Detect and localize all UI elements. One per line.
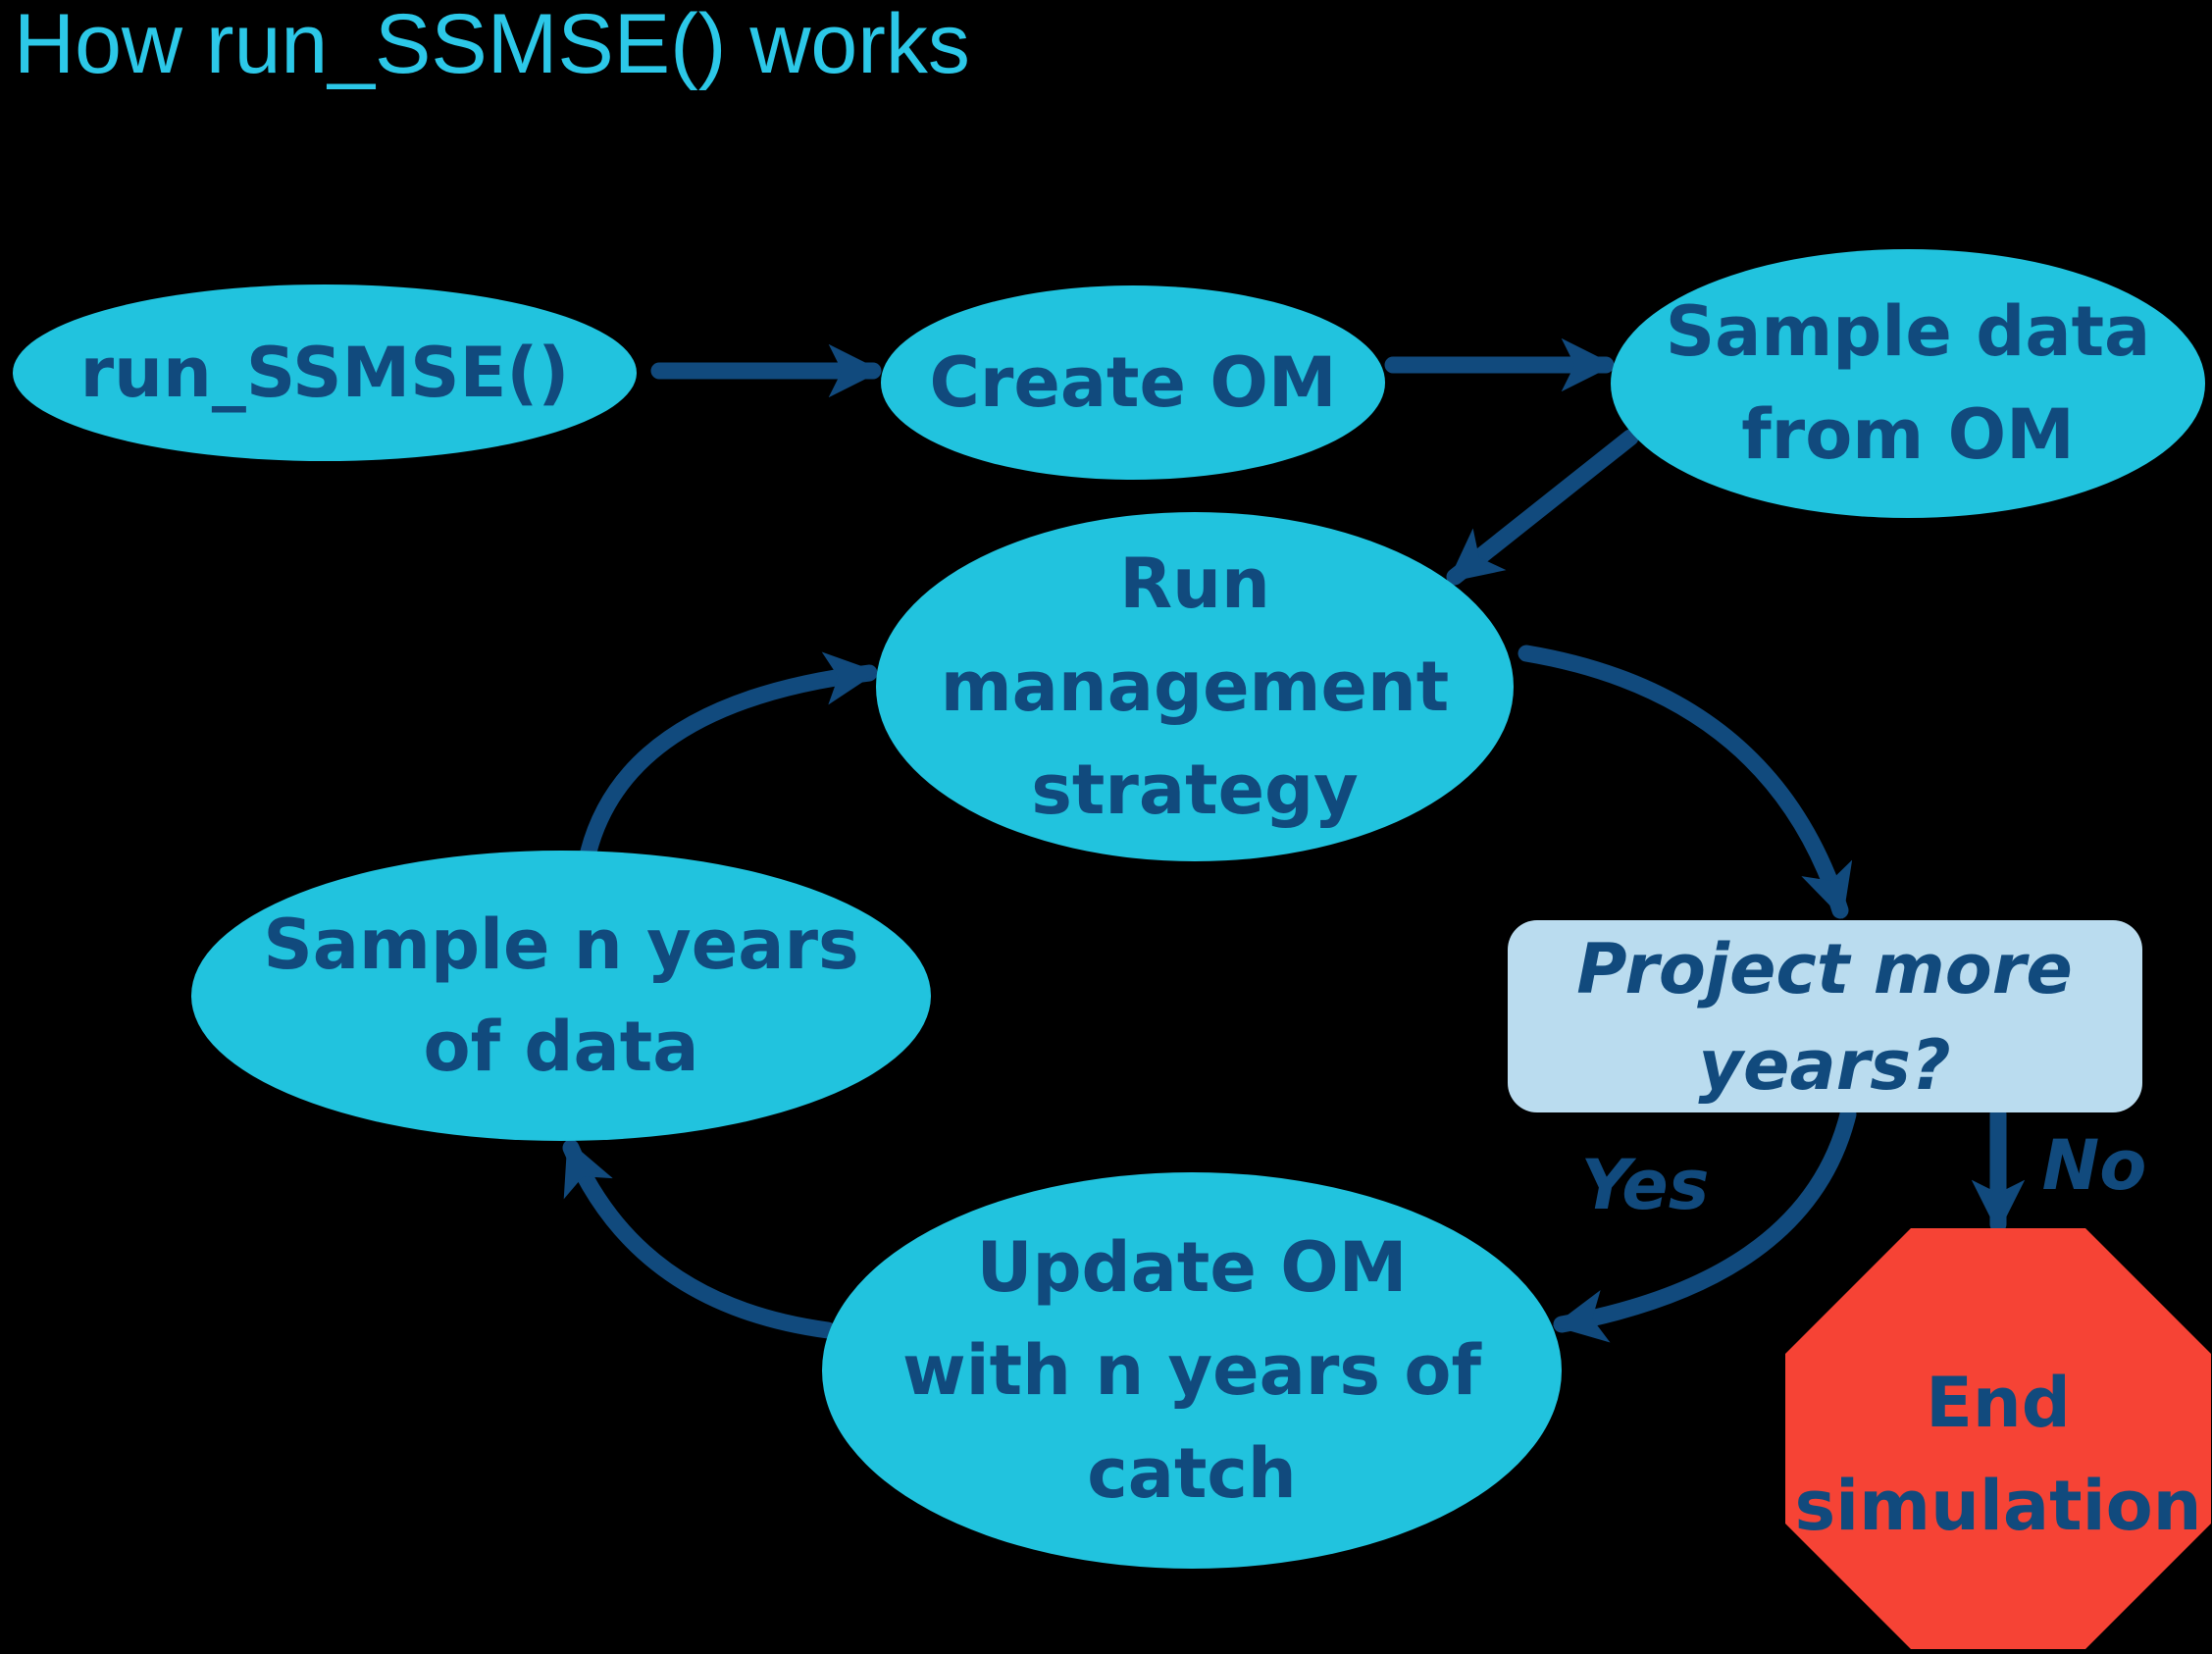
- node-update-om-label-line3: catch: [1087, 1433, 1297, 1514]
- edge-sample-data-to-run-mgmt-arrow: [1446, 429, 1639, 586]
- node-create-om: [881, 285, 1385, 480]
- edge-sample-n-years-to-run-mgmt-arrow: [580, 651, 878, 860]
- node-project-more-years-label-line1: Project more: [1576, 929, 2073, 1009]
- node-create-om-label: Create OM: [929, 342, 1336, 423]
- node-run-mgmt-label-line1: Run: [1119, 543, 1270, 624]
- node-sample-n-years: [191, 851, 931, 1141]
- edge-update-om-to-sample-n-years-arrow: [562, 1139, 837, 1339]
- edge-label-no: No: [2042, 1125, 2147, 1206]
- node-end-simulation-label-line1: End: [1926, 1363, 2071, 1443]
- node-sample-data-om-label-line1: Sample data: [1666, 291, 2151, 372]
- node-run-mgmt-label-line3: strategy: [1031, 749, 1359, 830]
- edge-yes-project-more-to-update-om-arrow: [1553, 1106, 1857, 1343]
- node-sample-data-om: [1611, 249, 2205, 518]
- node-sample-n-years-label-line1: Sample n years: [263, 905, 858, 985]
- node-run-ssmse-label: run_SSMSE(): [80, 333, 570, 413]
- node-project-more-years: [1508, 920, 2142, 1112]
- edge-label-yes: Yes: [1581, 1145, 1710, 1225]
- node-end-simulation-label-line2: simulation: [1794, 1466, 2201, 1546]
- node-run-ssmse: [13, 284, 637, 461]
- node-end-simulation: [1785, 1228, 2211, 1649]
- node-update-om: [822, 1172, 1562, 1569]
- node-run-mgmt: [876, 512, 1514, 861]
- node-project-more-years-label-line2: years?: [1698, 1025, 1950, 1106]
- edge-run-mgmt-to-project-more-arrow: [1518, 645, 1853, 919]
- page-title: How run_SSMSE() works: [14, 0, 970, 91]
- node-update-om-label-line1: Update OM: [977, 1227, 1408, 1308]
- node-run-mgmt-label-line2: management: [941, 646, 1450, 727]
- node-sample-n-years-label-line2: of data: [424, 1007, 699, 1087]
- node-sample-data-om-label-line2: from OM: [1741, 394, 2075, 475]
- node-update-om-label-line2: with n years of: [902, 1330, 1483, 1411]
